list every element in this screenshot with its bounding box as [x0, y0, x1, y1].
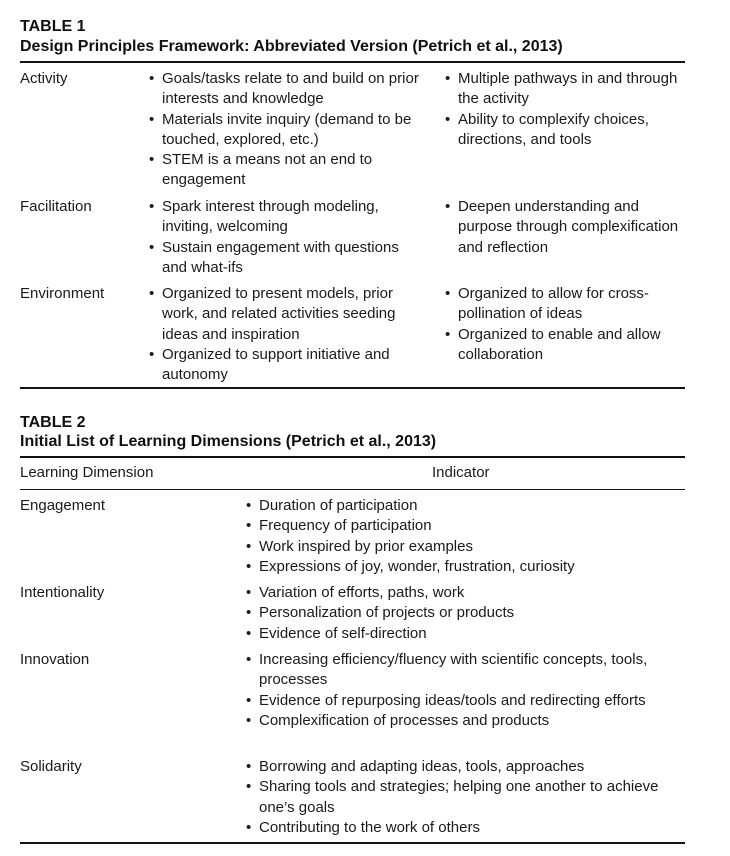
table1-row-environment-col2: Organized to allow for cross-pollination… — [442, 284, 697, 365]
table2-header-indicator: Indicator — [432, 464, 490, 481]
table2-header-dimension: Learning Dimension — [20, 464, 154, 481]
table2-header-rule — [20, 489, 685, 490]
table2-row-engagement-indicators: Duration of participation Frequency of p… — [243, 496, 663, 577]
list-item: Organized to allow for cross-pollination… — [442, 284, 697, 325]
table1-row-facilitation-label: Facilitation — [20, 198, 92, 215]
table2-row-engagement-label: Engagement — [20, 497, 106, 514]
table1-row-environment-label: Environment — [20, 285, 105, 302]
table1-row-facilitation-col1: Spark interest through modeling, invitin… — [146, 197, 426, 278]
table2-label: TABLE 2 — [20, 414, 86, 431]
list-item: Ability to complexify choices, direction… — [442, 110, 697, 151]
table2-row-innovation-label: Innovation — [20, 651, 90, 668]
table1-title: Design Principles Framework: Abbreviated… — [20, 38, 563, 55]
list-item: Expressions of joy, wonder, frustration,… — [243, 557, 663, 578]
table1-bottom-rule — [20, 387, 685, 389]
list-item: Personalization of projects or products — [243, 603, 663, 624]
list-item: Duration of participation — [243, 496, 663, 517]
list-item: Work inspired by prior examples — [243, 537, 663, 558]
list-item: Spark interest through modeling, invitin… — [146, 197, 426, 238]
table2-top-rule — [20, 456, 685, 458]
list-item: Deepen understanding and purpose through… — [442, 197, 697, 258]
list-item: Materials invite inquiry (demand to be t… — [146, 110, 426, 151]
table1-row-activity-label: Activity — [20, 70, 68, 87]
table1-row-facilitation-col2: Deepen understanding and purpose through… — [442, 197, 697, 258]
list-item: Sharing tools and strategies; helping on… — [243, 777, 663, 818]
table2-row-solidarity-indicators: Borrowing and adapting ideas, tools, app… — [243, 757, 663, 838]
table1-label: TABLE 1 — [20, 18, 86, 35]
table1-row-environment-col1: Organized to present models, prior work,… — [146, 284, 426, 385]
table1-row-activity-col2: Multiple pathways in and through the act… — [442, 69, 697, 150]
list-item: Organized to present models, prior work,… — [146, 284, 426, 345]
list-item: STEM is a means not an end to engagement — [146, 150, 426, 191]
list-item: Complexification of processes and produc… — [243, 711, 663, 732]
table2-row-intentionality-label: Intentionality — [20, 584, 105, 601]
list-item: Variation of efforts, paths, work — [243, 583, 663, 604]
list-item: Contributing to the work of others — [243, 818, 663, 839]
table2-title: Initial List of Learning Dimensions (Pet… — [20, 433, 437, 450]
table2-row-intentionality-indicators: Variation of efforts, paths, work Person… — [243, 583, 663, 644]
table2-row-innovation-indicators: Increasing efficiency/fluency with scien… — [243, 650, 663, 731]
list-item: Organized to support initiative and auto… — [146, 345, 426, 386]
table1-row-activity-col1: Goals/tasks relate to and build on prior… — [146, 69, 426, 191]
list-item: Borrowing and adapting ideas, tools, app… — [243, 757, 663, 778]
list-item: Multiple pathways in and through the act… — [442, 69, 697, 110]
table2-bottom-rule — [20, 842, 685, 844]
list-item: Organized to enable and allow collaborat… — [442, 325, 697, 366]
table1-top-rule — [20, 61, 685, 63]
table2-row-solidarity-label: Solidarity — [20, 758, 82, 775]
list-item: Evidence of repurposing ideas/tools and … — [243, 691, 663, 712]
list-item: Evidence of self-direction — [243, 624, 663, 645]
list-item: Sustain engagement with questions and wh… — [146, 238, 426, 279]
list-item: Frequency of participation — [243, 516, 663, 537]
list-item: Goals/tasks relate to and build on prior… — [146, 69, 426, 110]
list-item: Increasing efficiency/fluency with scien… — [243, 650, 663, 691]
